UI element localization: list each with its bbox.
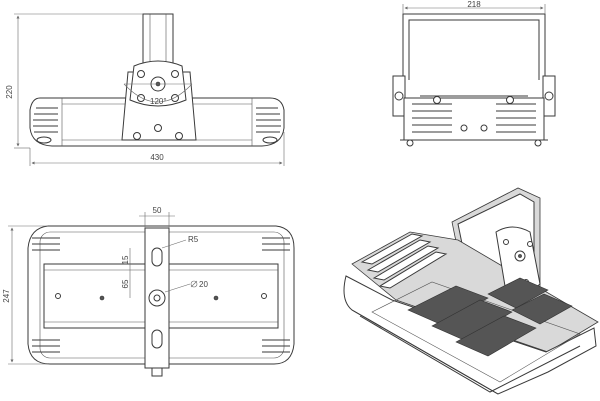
front-view: 120° 220 430 xyxy=(5,13,285,166)
radius-label: R5 xyxy=(188,235,199,244)
angle-label: 120° xyxy=(150,97,167,106)
top-fins-right xyxy=(262,237,290,353)
side-view: 218 xyxy=(392,0,556,147)
front-height-label: 220 xyxy=(5,85,14,99)
front-width-label: 430 xyxy=(150,153,164,162)
hole-spacing-label: 65 xyxy=(121,279,130,288)
led-array xyxy=(407,277,573,357)
side-fins-right xyxy=(496,103,536,133)
slot-length-label: 15 xyxy=(121,255,130,264)
top-fins-left xyxy=(32,237,60,353)
iso-fins xyxy=(360,233,448,289)
isometric-view xyxy=(343,187,599,395)
top-height-label: 247 xyxy=(2,289,11,303)
side-width-label: 218 xyxy=(467,0,481,9)
top-view: 50 R5 15 65 20 247 xyxy=(2,206,295,377)
hole-diameter-label: 20 xyxy=(199,280,208,289)
bracket-width-label: 50 xyxy=(153,206,162,215)
right-fins xyxy=(256,107,281,144)
side-fins-left xyxy=(412,103,452,133)
left-fins xyxy=(33,107,58,144)
